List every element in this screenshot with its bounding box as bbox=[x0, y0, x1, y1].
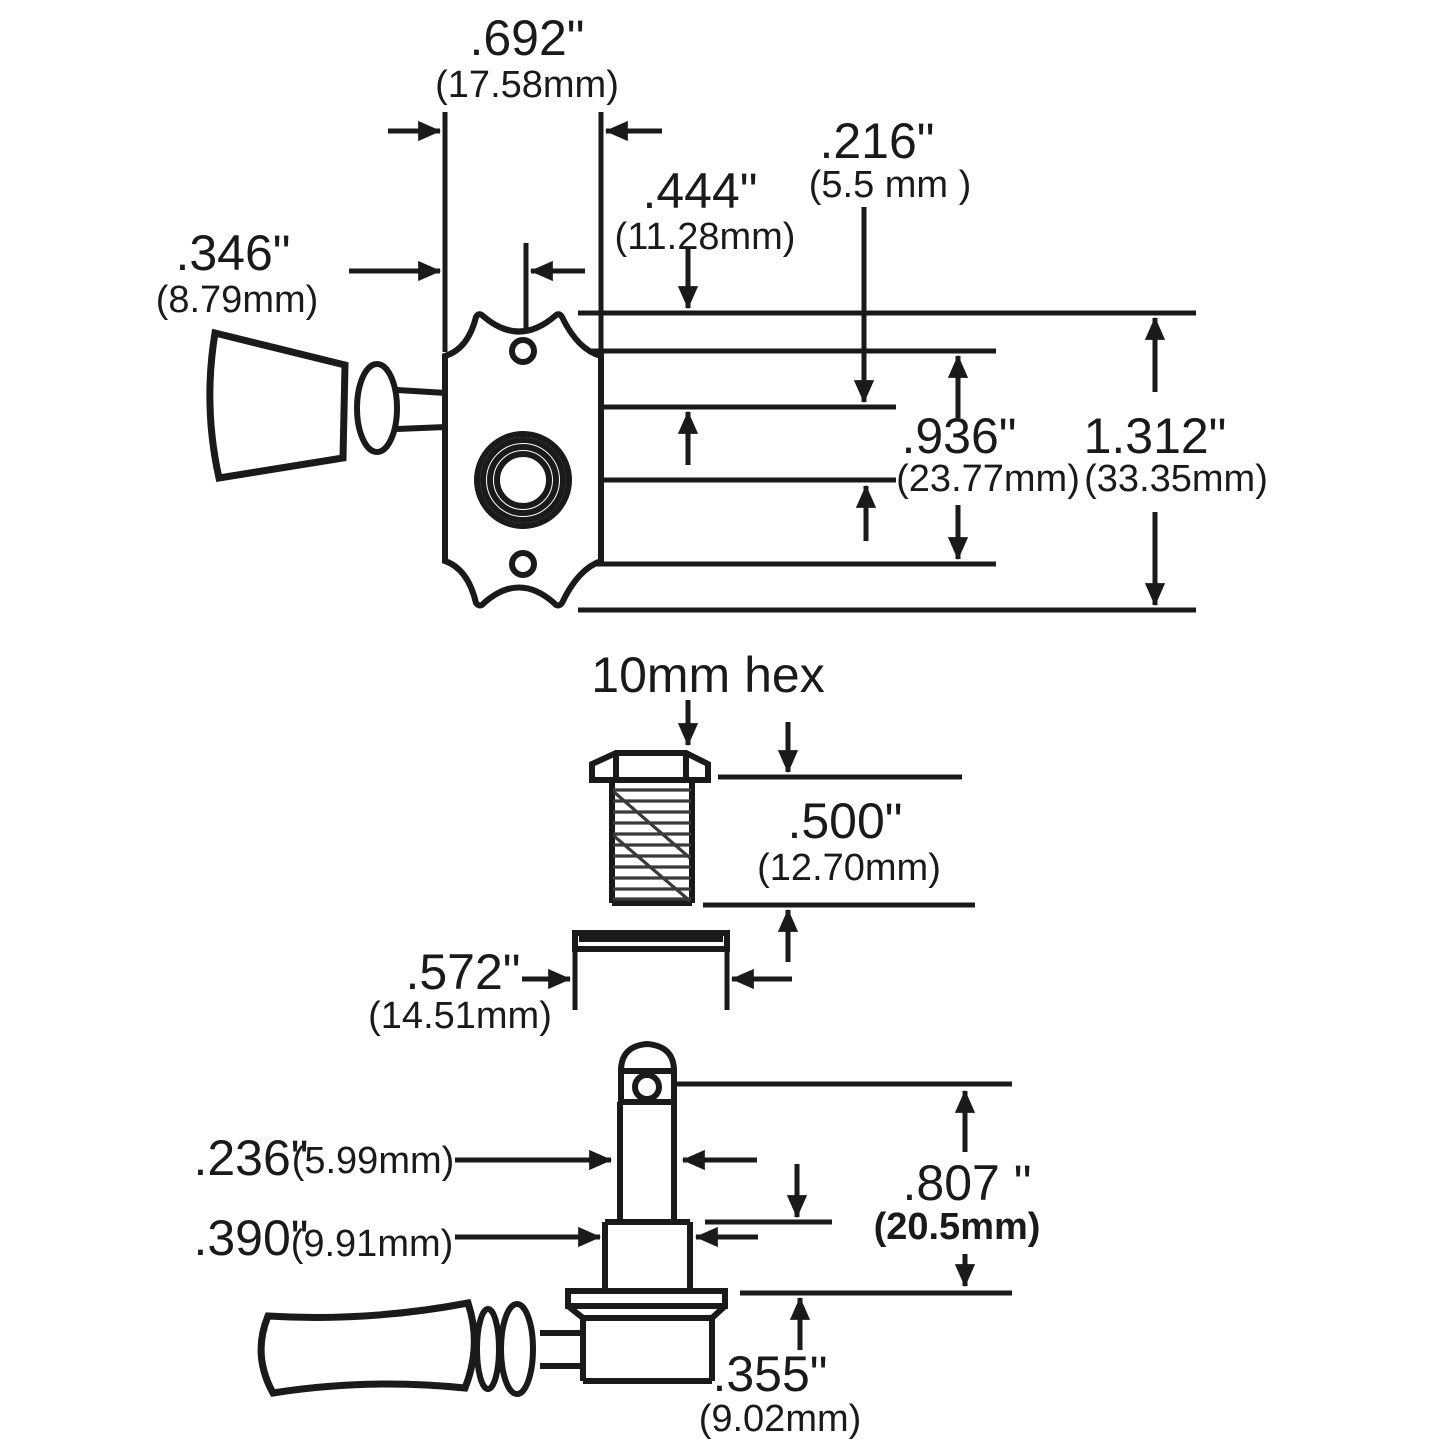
label-1312-in: 1.312" bbox=[1084, 408, 1227, 464]
string-hole bbox=[632, 1072, 662, 1102]
tuner-button bbox=[206, 328, 349, 482]
label-807-in: .807 " bbox=[903, 1155, 1032, 1211]
gear-housing bbox=[565, 1288, 728, 1384]
plate-outline bbox=[442, 311, 604, 609]
side-view: .236" (5.99mm) .390" (9.91mm) .807 " (20… bbox=[193, 1040, 1041, 1440]
screw-hole-bottom bbox=[509, 550, 537, 578]
side-button-grip bbox=[257, 1298, 478, 1397]
post-bushing-ring-2 bbox=[480, 437, 566, 523]
boss-step bbox=[602, 1219, 693, 1291]
screw-hole-top bbox=[509, 337, 537, 365]
label-444-in: .444" bbox=[642, 163, 757, 219]
label-936-mm: (23.77mm) bbox=[896, 458, 1080, 500]
label-807-mm: (20.5mm) bbox=[874, 1206, 1041, 1248]
label-216-in: .216" bbox=[819, 113, 934, 169]
label-390-mm: (9.91mm) bbox=[291, 1223, 454, 1265]
plate-back-view: .692" (17.58mm) .216" (5.5 mm ) .444" (1… bbox=[156, 10, 1268, 613]
post-bushing-ring-3 bbox=[487, 444, 559, 516]
bushing-hex-head bbox=[589, 750, 711, 783]
post-cap-dome bbox=[617, 1040, 678, 1074]
label-444-mm: (11.28mm) bbox=[615, 216, 796, 258]
post-bushing-ring-1 bbox=[474, 431, 572, 529]
label-236-in: .236" bbox=[193, 1130, 308, 1186]
bushing-view: 10mm hex .500" (12.70m bbox=[368, 647, 975, 1037]
label-692-mm: (17.58mm) bbox=[435, 64, 619, 106]
label-500-mm: (12.70mm) bbox=[757, 847, 941, 889]
side-collar-inner bbox=[474, 1306, 502, 1392]
label-216-mm: (5.5 mm ) bbox=[809, 164, 972, 206]
button-shaft-top-line bbox=[396, 387, 447, 396]
label-236-mm: (5.99mm) bbox=[292, 1140, 455, 1182]
label-572-mm: (14.51mm) bbox=[368, 995, 552, 1037]
post-cap-collar bbox=[618, 1068, 677, 1105]
label-10mm-hex: 10mm hex bbox=[591, 647, 824, 703]
label-355-mm: (9.02mm) bbox=[699, 1398, 862, 1440]
button-collar bbox=[354, 361, 400, 455]
bushing-threaded-barrel bbox=[609, 782, 695, 906]
label-355-in: .355" bbox=[712, 1346, 827, 1402]
label-936-in: .936" bbox=[901, 408, 1016, 464]
label-692-in: .692" bbox=[469, 10, 584, 66]
label-572-in: .572" bbox=[405, 944, 520, 1000]
label-1312-mm: (33.35mm) bbox=[1084, 458, 1268, 500]
label-390-in: .390" bbox=[193, 1210, 308, 1266]
button-shaft-bottom-line bbox=[396, 424, 447, 432]
post-bushing-ring-4 bbox=[494, 451, 552, 509]
label-346-mm: (8.79mm) bbox=[156, 279, 319, 321]
side-collar-outer bbox=[498, 1301, 536, 1397]
label-346-in: .346" bbox=[175, 225, 290, 281]
label-500-in: .500" bbox=[787, 793, 902, 849]
